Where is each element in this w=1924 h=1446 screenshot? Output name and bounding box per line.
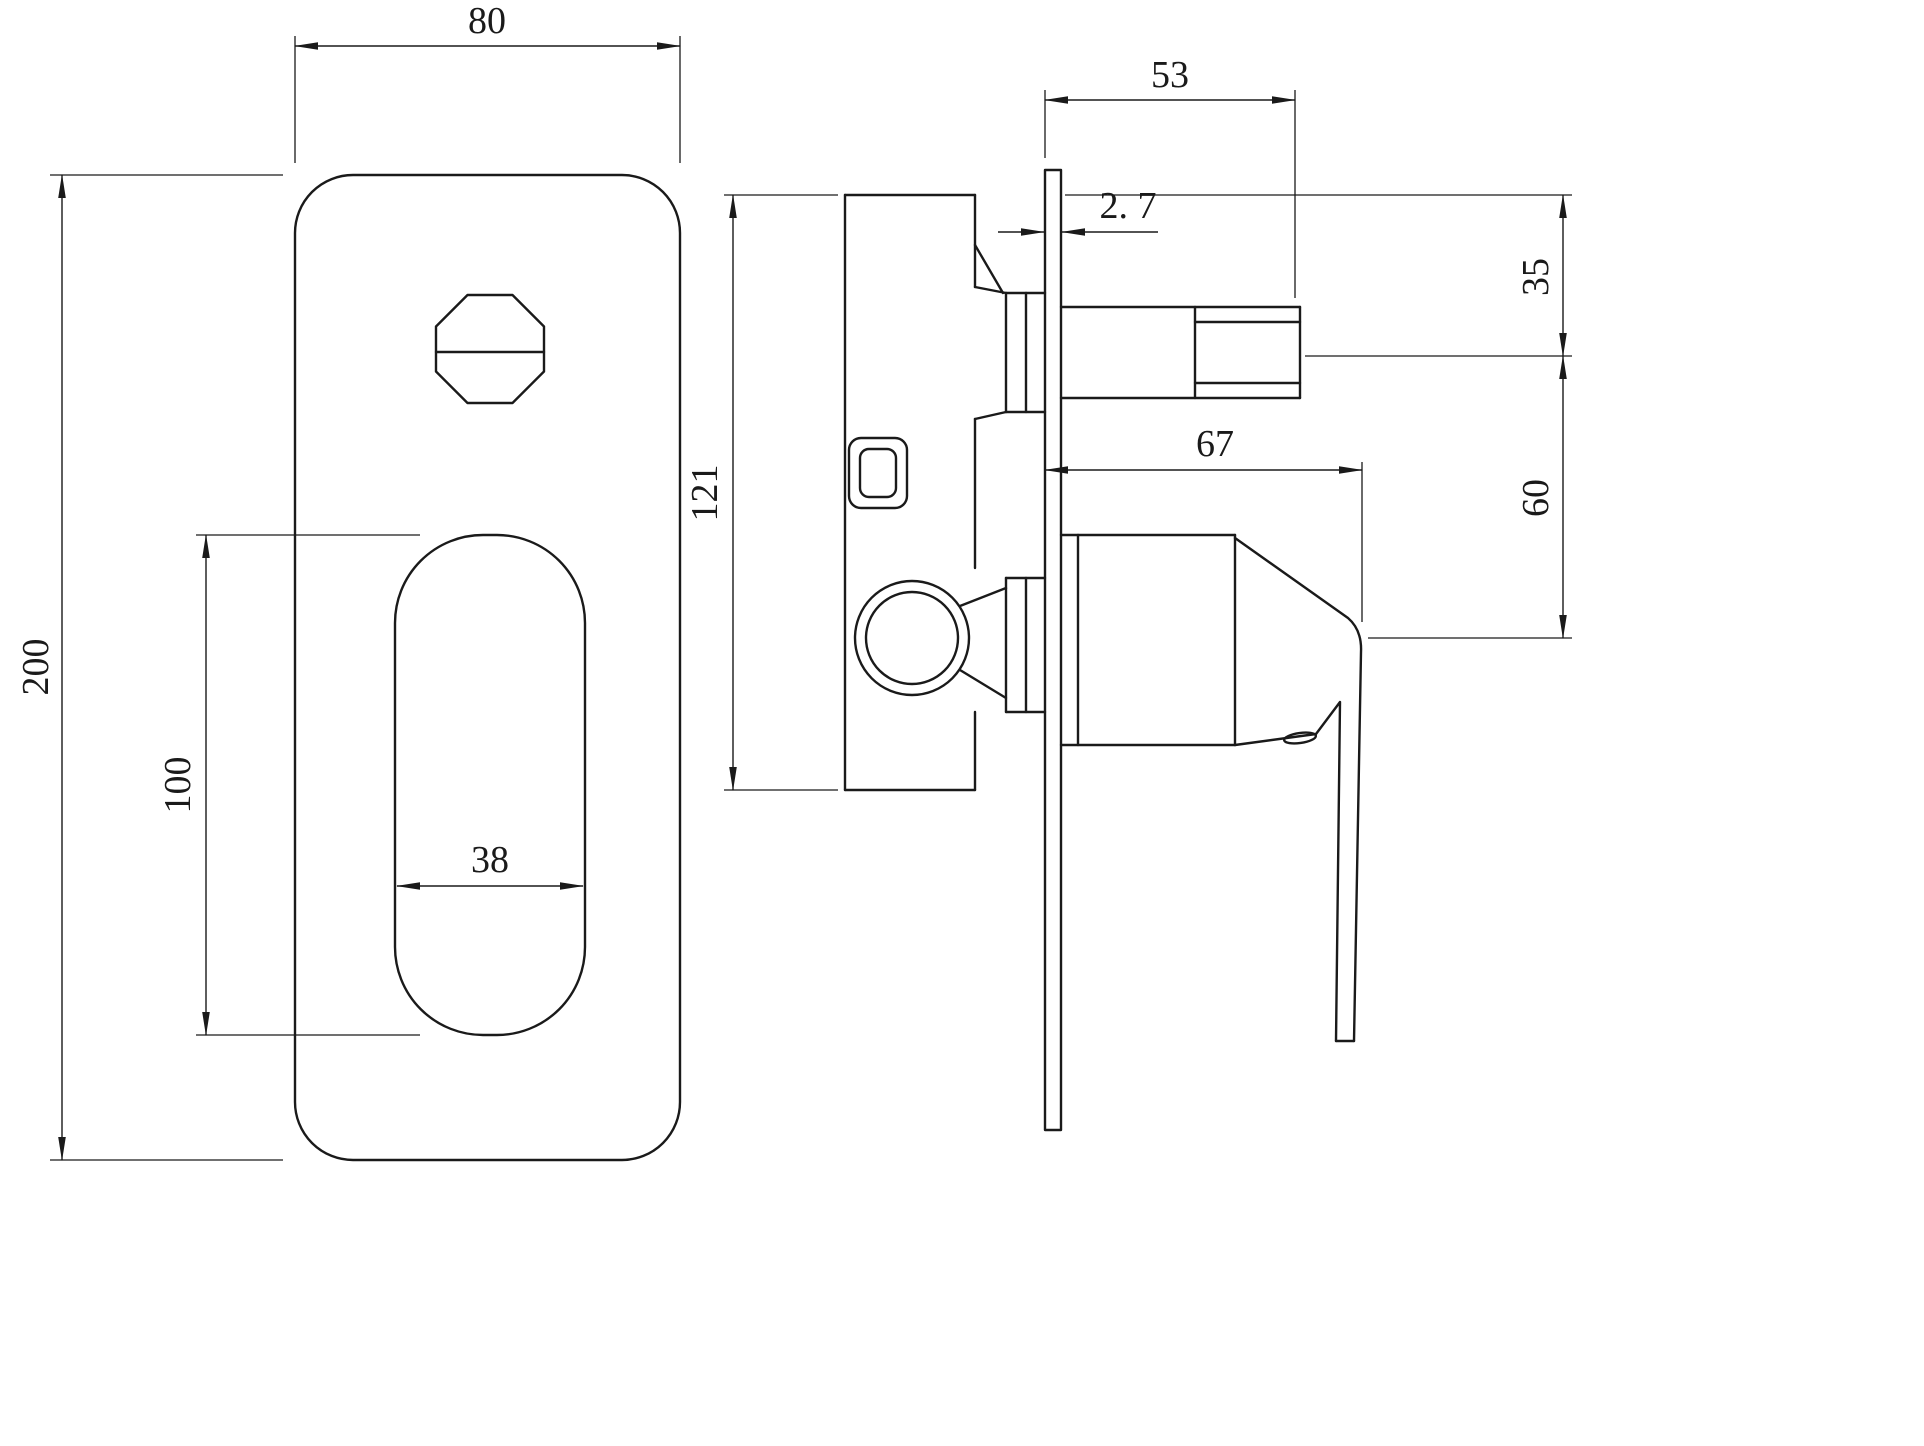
front-view: 80 200 100 38: [15, 0, 682, 1162]
cartridge-outer-circle: [853, 579, 971, 697]
side-view: 53 2. 7 35 60 121: [684, 54, 1572, 1132]
dim-label-cutout-width: 38: [471, 839, 509, 881]
dim-handle-reach: 67: [1044, 423, 1363, 622]
dim-label-overall-width: 80: [468, 0, 506, 42]
dim-outlet-to-handle: 60: [1368, 355, 1572, 639]
outlet-pipe-assembly: [973, 285, 1302, 421]
nut-slant: [973, 410, 1008, 421]
dim-label-plate-thickness: 2. 7: [1100, 185, 1157, 227]
dim-label-cutout-height: 100: [157, 757, 199, 814]
inlet-port: [847, 436, 909, 510]
cartridge: [853, 576, 1047, 714]
valve-body: [843, 193, 1005, 792]
nut-slant: [973, 285, 1008, 295]
dim-label-overall-height: 200: [15, 639, 57, 696]
dim-label-outlet-length: 53: [1151, 54, 1189, 96]
diverter-button-octagon: [434, 293, 546, 405]
dim-plate-thickness: 2. 7: [998, 185, 1158, 236]
diverter-button: [434, 293, 546, 405]
lever-bottom-profile: [1233, 700, 1342, 1043]
dim-overall-height: 200: [15, 174, 283, 1161]
cartridge-inner-circle: [864, 590, 960, 686]
dim-body-height: 121: [684, 194, 838, 791]
cartridge-nut-slant: [958, 586, 1008, 608]
outlet-funnel-line: [973, 243, 1005, 295]
handle-assembly: [1059, 533, 1363, 1043]
set-screw: [1282, 731, 1318, 745]
faceplate-outline: [293, 173, 682, 1162]
dim-overall-width: 80: [294, 0, 681, 163]
inlet-port-outer: [847, 436, 909, 510]
lever-top-profile: [1233, 536, 1363, 1043]
dim-top-to-outlet: 35: [1065, 194, 1572, 357]
inlet-port-inner: [858, 447, 898, 499]
dim-outlet-length: 53: [1044, 54, 1296, 298]
dim-label-body-height: 121: [684, 465, 726, 522]
dim-cutout-height: 100: [157, 534, 420, 1036]
dim-label-top-to-outlet: 35: [1515, 258, 1557, 296]
wall-plate-edge: [1043, 168, 1063, 1132]
dim-label-outlet-to-handle: 60: [1515, 479, 1557, 517]
cartridge-nut-slant: [958, 668, 1008, 700]
handle-cutout: [393, 533, 587, 1037]
dim-cutout-width: 38: [396, 839, 584, 890]
dim-label-handle-reach: 67: [1196, 423, 1234, 465]
